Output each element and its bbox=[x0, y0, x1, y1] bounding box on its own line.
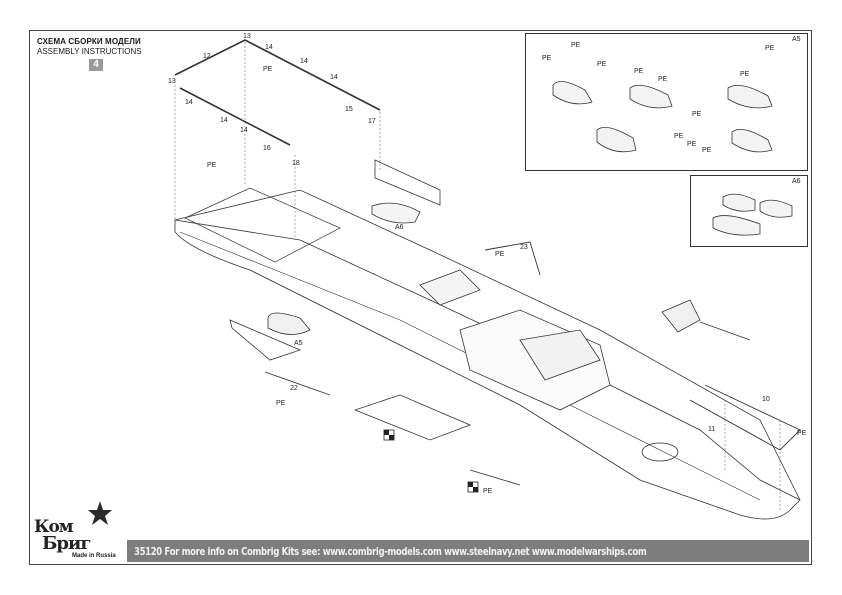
footer-text: 35120 For more info on Combrig Kits see:… bbox=[134, 545, 647, 558]
inset-a6-boat-3 bbox=[759, 199, 793, 218]
label-13-top: 13 bbox=[243, 33, 251, 40]
label-23: 23 bbox=[520, 244, 528, 251]
gun-barrel bbox=[699, 321, 751, 341]
label-pe-top: PE bbox=[263, 66, 273, 73]
inset-a5-boat-4 bbox=[596, 126, 637, 153]
logo-line-2: Бриг bbox=[42, 533, 91, 554]
page-number-badge: 4 bbox=[89, 59, 103, 71]
label-inset-pe-10: PE bbox=[765, 45, 775, 52]
superstructure-bridge bbox=[519, 329, 601, 381]
label-14-f: 14 bbox=[240, 127, 248, 134]
helicopter-deck bbox=[184, 187, 341, 263]
boat-a6-main bbox=[371, 202, 421, 224]
bow-ring bbox=[641, 442, 679, 462]
label-22: 22 bbox=[290, 385, 298, 392]
footer-bar bbox=[127, 540, 809, 562]
mast-platform bbox=[419, 269, 481, 306]
label-inset-pe-11: PE bbox=[740, 71, 750, 78]
boat-a5-main bbox=[267, 312, 311, 335]
label-inset-pe-4: PE bbox=[634, 68, 644, 75]
label-13-left: 13 bbox=[168, 78, 176, 85]
side-platform bbox=[353, 394, 472, 441]
page-frame bbox=[29, 30, 812, 565]
label-inset-pe-1: PE bbox=[542, 55, 552, 62]
hull-deck-edge bbox=[174, 189, 801, 501]
label-14-b: 14 bbox=[300, 58, 308, 65]
railing-23 bbox=[484, 241, 541, 276]
railing-14-16 bbox=[179, 87, 291, 146]
railing-12-13 bbox=[174, 39, 381, 111]
title-russian: СХЕМА СБОРКИ МОДЕЛИ bbox=[37, 37, 141, 46]
inset-a5-boat-3 bbox=[727, 84, 773, 109]
inset-a6-label: A6 bbox=[792, 178, 801, 185]
label-pe-10: PE bbox=[797, 430, 807, 437]
label-a6: A6 bbox=[395, 224, 404, 231]
label-17: 17 bbox=[368, 118, 376, 125]
label-14-e: 14 bbox=[220, 117, 228, 124]
inset-a5-boat-1 bbox=[552, 81, 593, 105]
label-pe-22: PE bbox=[276, 400, 286, 407]
label-pe-left: PE bbox=[207, 162, 217, 169]
logo-star-icon bbox=[88, 501, 112, 525]
label-pe-bottom: PE bbox=[483, 488, 493, 495]
label-12: 12 bbox=[203, 53, 211, 60]
label-14-d: 14 bbox=[185, 99, 193, 106]
label-11: 11 bbox=[708, 426, 715, 433]
label-inset-pe-9: PE bbox=[702, 147, 712, 154]
label-inset-pe-7: PE bbox=[674, 133, 684, 140]
label-inset-pe-2: PE bbox=[571, 42, 581, 49]
logo-line-1: Ком bbox=[34, 517, 74, 537]
title-english: ASSEMBLY INSTRUCTIONS bbox=[37, 47, 142, 56]
label-inset-pe-6: PE bbox=[692, 111, 702, 118]
hangar bbox=[374, 159, 441, 206]
label-inset-pe-3: PE bbox=[597, 61, 607, 68]
label-10: 10 bbox=[762, 396, 770, 403]
label-14-c: 14 bbox=[330, 74, 338, 81]
railing-10 bbox=[689, 384, 801, 451]
inset-a6-boat-1 bbox=[722, 193, 756, 212]
railing-pe-bottom bbox=[469, 469, 521, 486]
inset-a5-label: A5 bbox=[792, 36, 801, 43]
label-16: 16 bbox=[263, 145, 271, 152]
label-pe-23: PE bbox=[495, 251, 505, 258]
label-15: 15 bbox=[345, 106, 353, 113]
inset-a5-boat-5 bbox=[731, 128, 773, 153]
gun-turret bbox=[661, 299, 701, 333]
label-inset-pe-8: PE bbox=[687, 141, 697, 148]
deck-panel-left bbox=[229, 319, 302, 361]
label-inset-pe-5: PE bbox=[658, 76, 668, 83]
inset-a5-boat-2 bbox=[629, 84, 673, 109]
label-a5: A5 bbox=[294, 340, 303, 347]
logo-tagline: Made in Russia bbox=[72, 553, 116, 559]
label-18: 18 bbox=[292, 160, 300, 167]
label-14-a: 14 bbox=[265, 44, 273, 51]
railing-22 bbox=[264, 371, 331, 396]
inset-a6-boat-2 bbox=[712, 215, 761, 236]
